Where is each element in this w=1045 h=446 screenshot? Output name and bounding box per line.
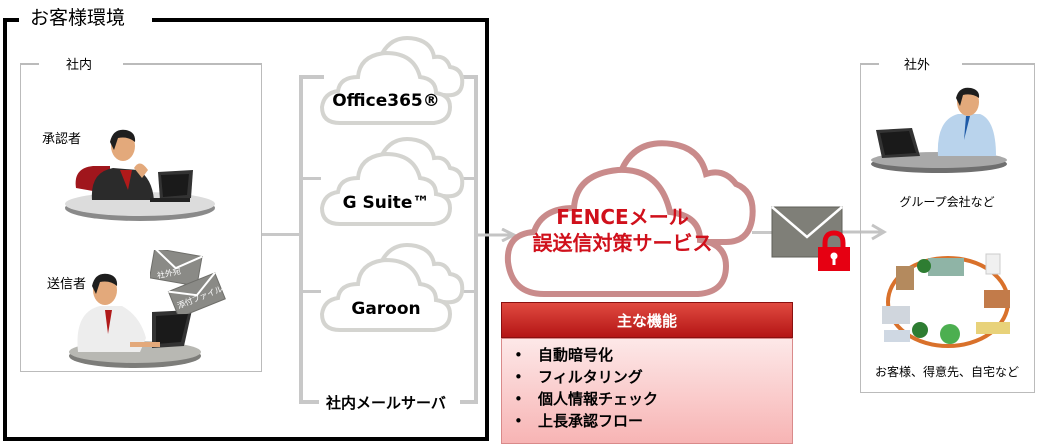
gsuite-connector-left: [299, 177, 321, 180]
internal-title: 社内: [66, 58, 93, 73]
frame-top-left-segment: [3, 18, 19, 22]
fence-title-line2: 誤送信対策サービス: [532, 231, 713, 255]
feature-item: • 上長承認フロー: [514, 410, 792, 432]
fence-to-mail-connector: [752, 231, 782, 234]
bullet: •: [514, 390, 523, 408]
internal-to-server-connector: [262, 233, 302, 236]
features-header: 主な機能: [501, 302, 793, 338]
server-bracket-left: [299, 75, 303, 404]
external-title: 社外: [904, 58, 931, 73]
fence-service-title: FENCEメール 誤送信対策サービス: [520, 204, 725, 256]
feature-approval-flow: 上長承認フロー: [538, 412, 644, 430]
environment-title: お客様環境: [30, 7, 126, 29]
external-person-icon: [871, 87, 1007, 173]
locked-envelope-icon: [771, 206, 850, 271]
external-box: [860, 63, 1035, 393]
group-companies-label: グループ会社など: [899, 195, 995, 209]
feature-item: • フィルタリング: [514, 366, 792, 388]
server-bracket-bottom-right: [460, 400, 478, 404]
outgoing-envelopes-icon: [150, 250, 226, 314]
garoon-connector-right: [455, 290, 477, 293]
frame-top-right-segment: [152, 18, 489, 22]
arrow-to-fence-icon: [478, 228, 518, 242]
server-bracket-top-left: [299, 75, 324, 79]
sender-label: 送信者: [47, 277, 87, 292]
bullet: •: [514, 412, 523, 430]
fence-title-line1: FENCEメール: [556, 205, 689, 229]
feature-auto-encryption: 自動暗号化: [538, 346, 614, 364]
mail-server-label: 社内メールサーバ: [326, 394, 446, 412]
server-bracket-top-right: [455, 75, 478, 79]
fence-service-cloud-icon: [504, 140, 756, 297]
garoon-cloud-icon: [319, 243, 465, 332]
office365-label: Office365®: [332, 91, 440, 111]
server-bracket-bottom-left: [299, 400, 319, 404]
features-list: • 自動暗号化 • フィルタリング • 個人情報チェック • 上長承認フロー: [501, 338, 793, 444]
garoon-label: Garoon: [351, 299, 421, 319]
customer-environment-frame: [3, 18, 489, 441]
feature-item: • 個人情報チェック: [514, 388, 792, 410]
garoon-connector-left: [299, 290, 321, 293]
bullet: •: [514, 368, 523, 386]
gsuite-cloud-icon: [319, 137, 465, 226]
bullet: •: [514, 346, 523, 364]
feature-item: • 自動暗号化: [514, 344, 792, 366]
customers-label: お客様、得意先、自宅など: [874, 365, 1019, 379]
feature-filtering: フィルタリング: [538, 368, 643, 386]
sender-person-icon: [69, 273, 201, 368]
server-bracket-right: [474, 75, 478, 404]
approver-label: 承認者: [42, 132, 82, 147]
external-box-top-right: [962, 63, 1035, 65]
external-box-top-left: [860, 63, 879, 65]
feature-personal-info-check: 個人情報チェック: [538, 390, 659, 408]
internal-box-top-left: [20, 63, 39, 65]
internal-box-top-right: [123, 63, 262, 65]
internal-box: [20, 63, 262, 372]
gsuite-label: G Suite™: [342, 193, 430, 213]
gsuite-connector-right: [455, 177, 477, 180]
approver-person-icon: [65, 129, 215, 221]
office365-cloud-icon: [319, 36, 465, 125]
customers-buildings-icon: [882, 253, 1010, 348]
